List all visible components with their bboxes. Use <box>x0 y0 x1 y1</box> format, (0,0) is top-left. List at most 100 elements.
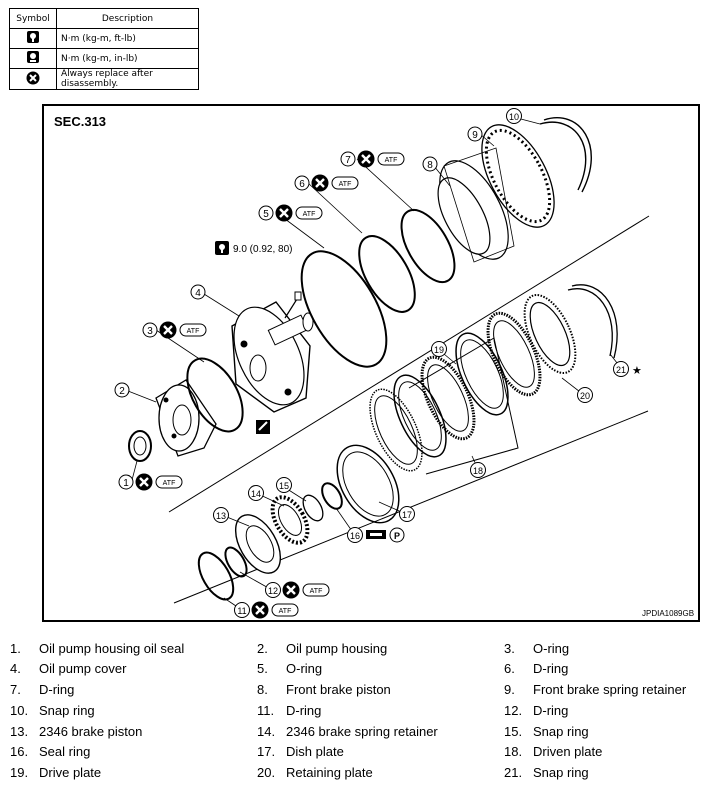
svg-text:7: 7 <box>345 155 351 166</box>
svg-text:21: 21 <box>616 365 626 375</box>
oil-pump-cover-part <box>231 301 314 413</box>
svg-text:10: 10 <box>509 112 519 122</box>
legend-row: N·m (kg-m, in-lb) <box>9 48 199 69</box>
callout-1: 1 <box>118 474 134 490</box>
callout-4: 4 <box>190 284 206 300</box>
o-ring-3-part <box>186 357 244 433</box>
callout-18: 18 <box>470 462 486 478</box>
oil-pump-housing-part <box>155 379 217 457</box>
snap-ring-15-part <box>302 494 324 522</box>
list-item: 20.Retaining plate <box>257 765 373 780</box>
svg-text:3: 3 <box>147 326 153 337</box>
always-replace-icon <box>134 472 154 492</box>
callout-2: 2 <box>114 382 130 398</box>
svg-text:11: 11 <box>237 606 246 616</box>
replace-atf-marker-1: ATF <box>134 472 183 492</box>
always-replace-icon <box>9 68 57 90</box>
retaining-plate-part <box>523 294 577 374</box>
seal-ring-part <box>321 482 343 510</box>
legend-header-row: Symbol Description <box>9 8 199 29</box>
callout-15: 15 <box>276 477 292 493</box>
petroleum-jelly-marker: P <box>366 527 405 543</box>
assembly-axis-lines <box>168 215 650 604</box>
replace-atf-marker-6: ATF <box>310 173 359 193</box>
sealant-marker-icon <box>256 420 270 434</box>
replace-atf-marker-12: ATF <box>281 580 330 600</box>
bolt-part <box>284 291 302 319</box>
always-replace-icon <box>281 580 301 600</box>
d-ring-12-part <box>224 546 248 578</box>
callout-21: 21 <box>613 361 629 377</box>
list-item: 12.D-ring <box>504 703 569 718</box>
d-ring-11-part <box>197 551 235 601</box>
svg-text:17: 17 <box>402 510 412 520</box>
list-item: 3.O-ring <box>504 641 570 656</box>
legend-description: N·m (kg-m, in-lb) <box>56 48 199 69</box>
legend-description: N·m (kg-m, ft-lb) <box>56 28 199 49</box>
svg-text:ATF: ATF <box>279 608 292 615</box>
svg-text:2: 2 <box>119 386 125 397</box>
torque-wrench-small-icon <box>9 48 57 69</box>
clutch-plate-stack-part <box>369 311 542 472</box>
list-item: 1.Oil pump housing oil seal <box>10 641 185 656</box>
callout-12: 12 <box>265 582 281 598</box>
callout-16: 16 <box>347 527 363 543</box>
list-item: 15.Snap ring <box>504 724 589 739</box>
d-ring-7-part <box>400 208 456 284</box>
callout-10: 10 <box>506 108 522 124</box>
list-item: 7.D-ring <box>10 682 75 697</box>
list-item: 18.Driven plate <box>504 744 603 759</box>
torque-spec: 9.0 (0.92, 80) <box>215 241 292 255</box>
list-item: 16.Seal ring <box>10 744 91 759</box>
section-label: SEC.313 <box>54 114 106 129</box>
symbol-legend-table: Symbol Description N·m (kg-m, ft-lb) N·m… <box>9 8 199 90</box>
list-item: 6.D-ring <box>504 661 569 676</box>
svg-text:18: 18 <box>473 466 483 476</box>
front-brake-piston-part <box>437 147 515 263</box>
brake-piston-2346-part <box>234 514 282 574</box>
always-replace-icon <box>250 600 270 620</box>
replace-atf-marker-3: ATF <box>158 320 207 340</box>
always-replace-icon <box>158 320 178 340</box>
callout-7: 7 <box>340 151 356 167</box>
list-item: 9.Front brake spring retainer <box>504 682 687 697</box>
callout-3: 3 <box>142 322 158 338</box>
list-item: 5.O-ring <box>257 661 323 676</box>
svg-text:16: 16 <box>350 531 360 541</box>
svg-text:8: 8 <box>427 160 433 171</box>
legend-row: Always replace after disassembly. <box>9 68 199 90</box>
snap-ring-10-part <box>539 121 587 191</box>
legend-description: Always replace after disassembly. <box>56 68 199 90</box>
callout-17: 17 <box>399 506 415 522</box>
svg-text:20: 20 <box>580 391 590 401</box>
svg-text:4: 4 <box>195 288 201 299</box>
svg-text:19: 19 <box>434 345 444 355</box>
list-item: 14.2346 brake spring retainer <box>257 724 438 739</box>
d-ring-6-part <box>358 235 416 313</box>
svg-text:15: 15 <box>279 481 289 491</box>
diagram-code: JPDIA1089GB <box>642 609 694 618</box>
svg-text:5: 5 <box>263 209 269 220</box>
svg-text:ATF: ATF <box>303 211 316 218</box>
callout-20: 20 <box>577 387 593 403</box>
legend-row: N·m (kg-m, ft-lb) <box>9 28 199 49</box>
list-item: 4.Oil pump cover <box>10 661 127 676</box>
svg-text:14: 14 <box>251 489 261 499</box>
replace-atf-marker-11: ATF <box>250 600 299 620</box>
o-ring-5-part <box>300 250 388 368</box>
dish-plate-part <box>336 444 400 524</box>
svg-text:P: P <box>394 531 400 541</box>
callout-11: 11 <box>234 602 250 618</box>
exploded-view-frame: SEC.313 JPDIA1089GB <box>42 104 700 622</box>
svg-text:9: 9 <box>472 130 478 141</box>
callout-8: 8 <box>422 156 438 172</box>
always-replace-icon <box>310 173 330 193</box>
list-item: 8.Front brake piston <box>257 682 391 697</box>
exploded-view-diagram: SEC.313 JPDIA1089GB <box>54 108 694 620</box>
callout-13: 13 <box>213 507 229 523</box>
callout-14: 14 <box>248 485 264 501</box>
oil-seal-part <box>128 430 152 462</box>
svg-text:9.0 (0.92, 80): 9.0 (0.92, 80) <box>233 244 292 255</box>
replace-atf-marker-5: ATF <box>274 203 323 223</box>
star-mark: ★ <box>632 364 642 377</box>
